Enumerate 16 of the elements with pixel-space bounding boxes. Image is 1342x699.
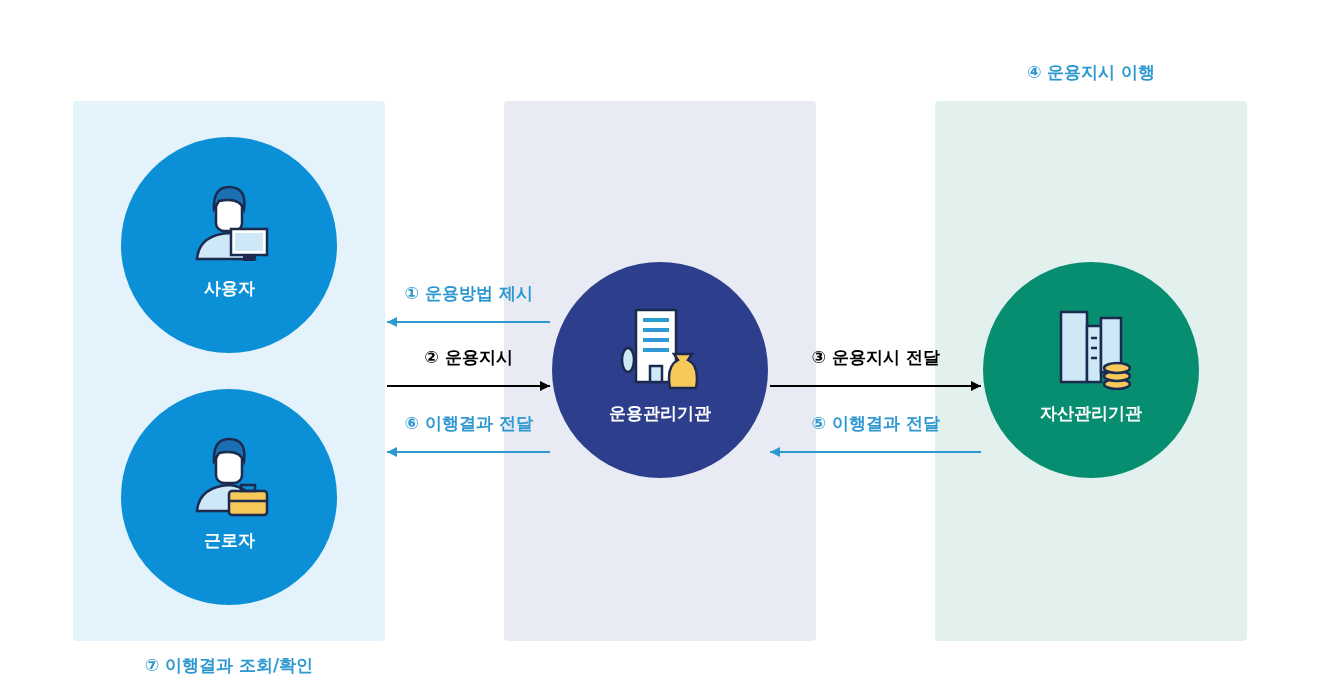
panel-heading: ⑦ 이행결과 조회/확인 <box>144 654 314 677</box>
circle-label: 근로자 <box>202 529 256 552</box>
arrow <box>386 381 551 391</box>
arrow <box>769 447 982 457</box>
edge-label: ① 운용방법 제시 <box>404 282 533 305</box>
circle-label: 사용자 <box>202 277 256 300</box>
arrow <box>386 447 551 457</box>
arrow <box>769 381 982 391</box>
circle-label: 운용관리기관 <box>608 402 712 425</box>
circle-label: 자산관리기관 <box>1039 402 1143 425</box>
arrow <box>386 317 551 327</box>
edge-label: ⑥ 이행결과 전달 <box>404 412 533 435</box>
edge-label: ③ 운용지시 전달 <box>811 346 940 369</box>
panel-heading: ④ 운용지시 이행 <box>1026 61 1156 84</box>
edge-label: ② 운용지시 <box>424 346 513 369</box>
edge-label: ⑤ 이행결과 전달 <box>811 412 940 435</box>
